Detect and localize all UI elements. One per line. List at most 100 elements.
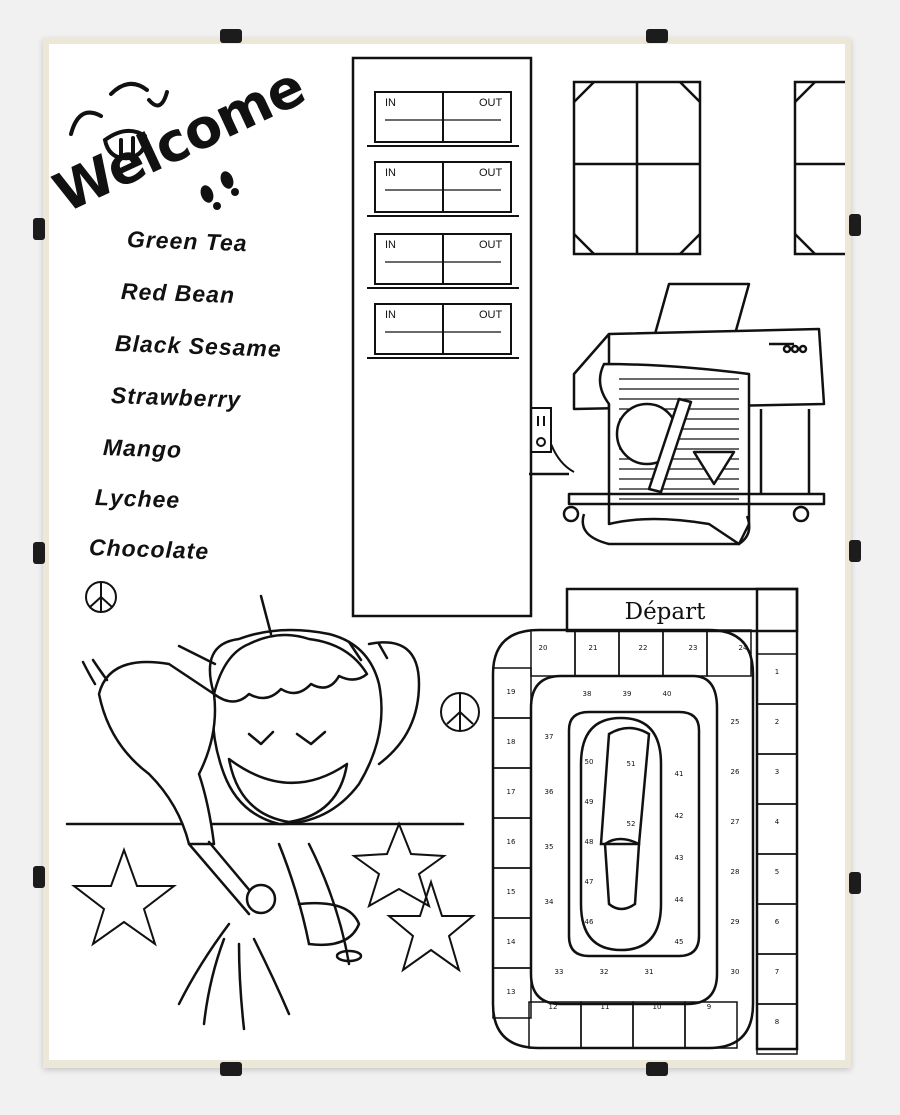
smiley-face-icon	[69, 82, 169, 161]
star-icon	[351, 821, 447, 909]
board-square-number: 31	[645, 968, 654, 976]
board-square-number: 21	[589, 644, 598, 652]
frame-clip	[849, 214, 861, 236]
board-square-number: 14	[507, 938, 516, 946]
board-square-number: 23	[689, 644, 698, 652]
board-square-number: 42	[675, 812, 684, 820]
timecard-in-label: IN	[385, 97, 396, 109]
board-square-number: 13	[507, 988, 516, 996]
board-square	[756, 1003, 798, 1055]
board-square-number: 44	[675, 896, 684, 904]
board-square-number: 46	[585, 918, 594, 926]
board-square-number: 17	[507, 788, 516, 796]
board-square	[618, 629, 664, 677]
board-square	[756, 903, 798, 955]
frame-clip	[849, 872, 861, 894]
power-outlet-icon	[530, 407, 575, 473]
printer-icon	[529, 282, 826, 546]
board-square-number: 29	[731, 918, 740, 926]
board-square-number: 40	[663, 690, 672, 698]
picture-frame: Welcome Green Tea Red Bean Black Sesame …	[33, 29, 861, 1076]
board-square	[574, 629, 620, 677]
timecard-out-label: OUT	[479, 167, 503, 179]
board-square-number: 2	[775, 718, 779, 726]
board-square-number: 30	[731, 968, 740, 976]
board-square	[528, 1001, 582, 1049]
board-square	[706, 629, 752, 677]
board-square-number: 24	[739, 644, 748, 652]
board-square-number: 41	[675, 770, 684, 778]
board-square-number: 6	[775, 918, 780, 926]
board-square-number: 18	[507, 738, 516, 746]
board-square	[756, 653, 798, 705]
board-square-number: 33	[555, 968, 564, 976]
board-square	[756, 753, 798, 805]
board-square	[662, 629, 708, 677]
board-square-number: 3	[775, 768, 779, 776]
board-title: Départ	[625, 599, 706, 625]
star-icon	[386, 878, 476, 973]
board-square-number: 8	[775, 1018, 779, 1026]
board-square-number: 20	[539, 644, 548, 652]
board-square-number: 52	[627, 820, 636, 828]
board-square	[756, 703, 798, 755]
frame-clip	[646, 29, 668, 43]
board-square-number: 43	[675, 854, 684, 862]
board-square-number: 26	[731, 768, 740, 776]
board-square-number: 32	[600, 968, 609, 976]
board-square-number: 27	[731, 818, 740, 826]
board-square	[756, 953, 798, 1005]
frame-clip	[646, 1062, 668, 1076]
board-square-number: 10	[653, 1003, 662, 1011]
peace-icon	[85, 581, 117, 613]
board-square-number: 51	[627, 760, 636, 768]
board-square-number: 39	[623, 690, 632, 698]
timecard-out-label: OUT	[479, 309, 503, 321]
board-square	[756, 853, 798, 905]
board-square-number: 1	[775, 668, 779, 676]
timecard-rack: IN OUT IN OUT IN OUT IN OUT	[351, 56, 533, 618]
peace-icon	[440, 692, 480, 732]
board-square-number: 12	[549, 1003, 558, 1011]
timecard-out-label: OUT	[479, 97, 503, 109]
board-square	[756, 803, 798, 855]
board-square-number: 34	[545, 898, 554, 906]
doodle-layer	[69, 82, 480, 732]
board-square-number: 22	[639, 644, 648, 652]
board-square-number: 9	[707, 1003, 711, 1011]
board-square-number: 35	[545, 843, 554, 851]
cartoon-character	[65, 594, 465, 1031]
board-square	[492, 667, 532, 719]
frame-clip	[220, 29, 242, 43]
board-square-number: 28	[731, 868, 740, 876]
frame-clip	[33, 542, 45, 564]
footprints-icon	[200, 171, 239, 210]
board-square-number: 5	[775, 868, 779, 876]
timecard-out-label: OUT	[479, 239, 503, 251]
frame-clip	[33, 218, 45, 240]
board-square-number: 16	[507, 838, 516, 846]
board-square	[530, 629, 576, 677]
board-square-number: 4	[775, 818, 780, 826]
board-square-number: 7	[775, 968, 779, 976]
poster-sheet: Welcome Green Tea Red Bean Black Sesame …	[49, 44, 845, 1060]
board-square-number: 50	[585, 758, 594, 766]
window-icon	[572, 80, 845, 256]
board-square-number: 47	[585, 878, 594, 886]
frame-clip	[220, 1062, 242, 1076]
frame-clip	[849, 540, 861, 562]
board-square-number: 36	[545, 788, 554, 796]
board-square-number: 48	[585, 838, 594, 846]
timecard-in-label: IN	[385, 239, 396, 251]
board-square-number: 25	[731, 718, 740, 726]
star-icon	[71, 847, 177, 947]
timecard-in-label: IN	[385, 167, 396, 179]
board-square-number: 49	[585, 798, 594, 806]
board-square-number: 19	[507, 688, 516, 696]
frame-clip	[33, 866, 45, 888]
board-square-number: 15	[507, 888, 516, 896]
board-square-number: 11	[601, 1003, 610, 1011]
timecard-in-label: IN	[385, 309, 396, 321]
board-square-number: 37	[545, 733, 554, 741]
